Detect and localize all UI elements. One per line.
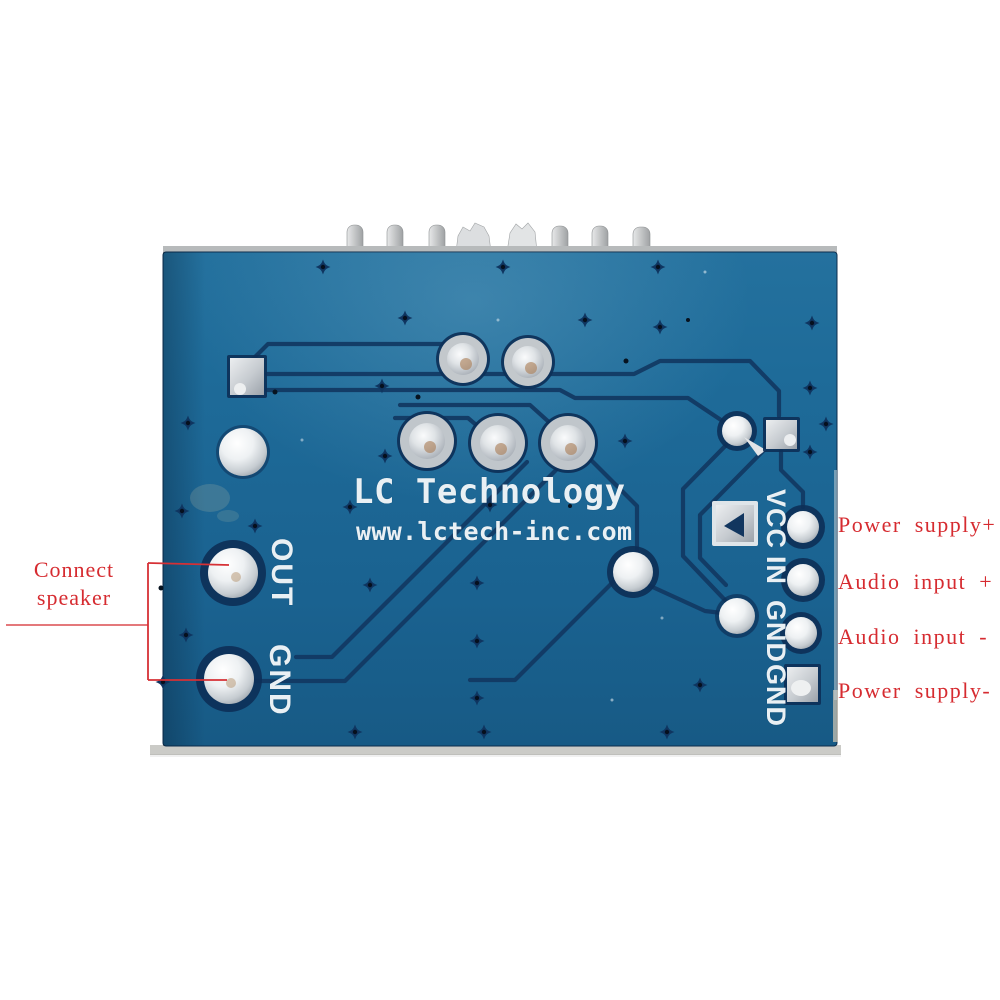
annotation-lines <box>6 562 230 681</box>
gnd-pad <box>196 646 262 712</box>
square-pad-top-left <box>227 355 267 398</box>
pad-top-1 <box>436 332 490 386</box>
pad-center-bottom <box>607 546 659 598</box>
pin-label-gnd3: GND <box>761 664 791 727</box>
pad-left-solder <box>216 425 270 479</box>
pin-label-in: IN <box>761 556 791 585</box>
pin-label-vcc: VCC <box>761 489 791 550</box>
out-pad <box>200 540 266 606</box>
gnd3-square-pad <box>784 664 821 705</box>
annotation-connect-speaker-line2: speaker <box>36 585 112 610</box>
annotation-connect-speaker-line1: Connect <box>33 557 115 582</box>
pin-label-gnd: GND <box>263 644 296 717</box>
annotation-audio-input-minus: Audio input - <box>838 624 989 649</box>
pad-mid-3 <box>538 413 598 473</box>
board-website-text: www.lctech-inc.com <box>356 517 633 546</box>
gnd2-pad <box>780 612 822 654</box>
board-top-edge <box>163 246 837 255</box>
pad-right-mid <box>717 411 766 456</box>
square-pad-right-mid <box>763 417 800 452</box>
annotation-audio-input-plus: Audio input + <box>838 569 994 594</box>
annotation-power-supply-minus: Power supply- <box>838 678 992 703</box>
pad-top-2 <box>501 335 555 389</box>
pad-right-lower-solder <box>715 594 759 638</box>
board-bottom-edge <box>150 745 841 755</box>
annotation-power-supply-plus: Power supply+ <box>838 512 997 537</box>
vcc-square-hole-pad <box>712 501 758 546</box>
pin-label-out: OUT <box>265 538 298 608</box>
board-brand-text: LC Technology <box>353 472 626 512</box>
pad-mid-2 <box>468 413 528 473</box>
dust-specks <box>190 270 707 702</box>
vcc-pad <box>781 505 825 549</box>
via-holes <box>155 259 834 740</box>
annotation-connect-speaker: Connect speaker <box>22 556 126 612</box>
in-pad <box>781 558 825 602</box>
pin-label-gnd2: GND <box>761 600 791 663</box>
pad-mid-1 <box>397 411 457 471</box>
pcb-pads <box>196 332 825 712</box>
